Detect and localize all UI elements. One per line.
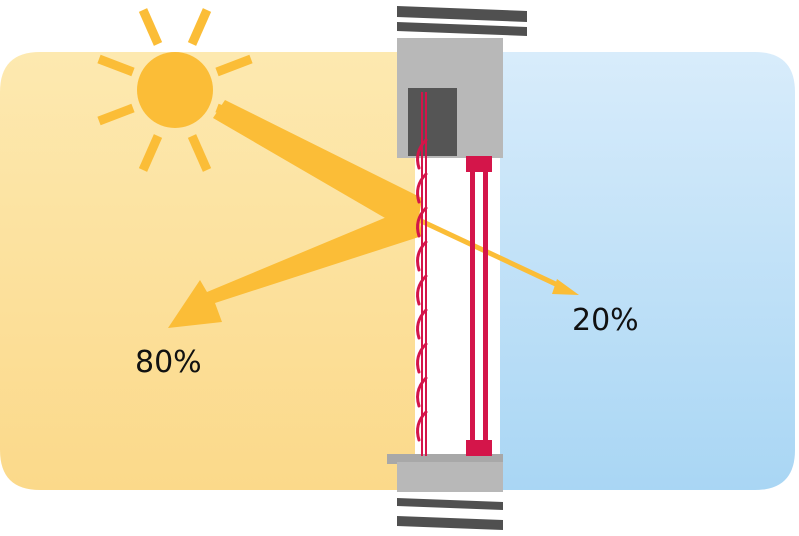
sun-icon (97, 8, 253, 172)
transmitted-light-arrow-shaft (417, 217, 564, 290)
inside-cool-panel (500, 52, 795, 490)
reflected-light-arrow (168, 204, 422, 328)
bottom-wall-section (387, 454, 503, 530)
reflected-percentage-label: 80% (135, 345, 202, 380)
top-wall-section (397, 6, 527, 158)
outside-warm-panel (0, 52, 415, 490)
transmitted-percentage-label: 20% (572, 303, 639, 338)
transmitted-light-arrowhead (552, 279, 579, 295)
blind-slats (416, 138, 428, 442)
incoming-sunlight-beam (213, 100, 422, 236)
window-frame (466, 156, 492, 456)
